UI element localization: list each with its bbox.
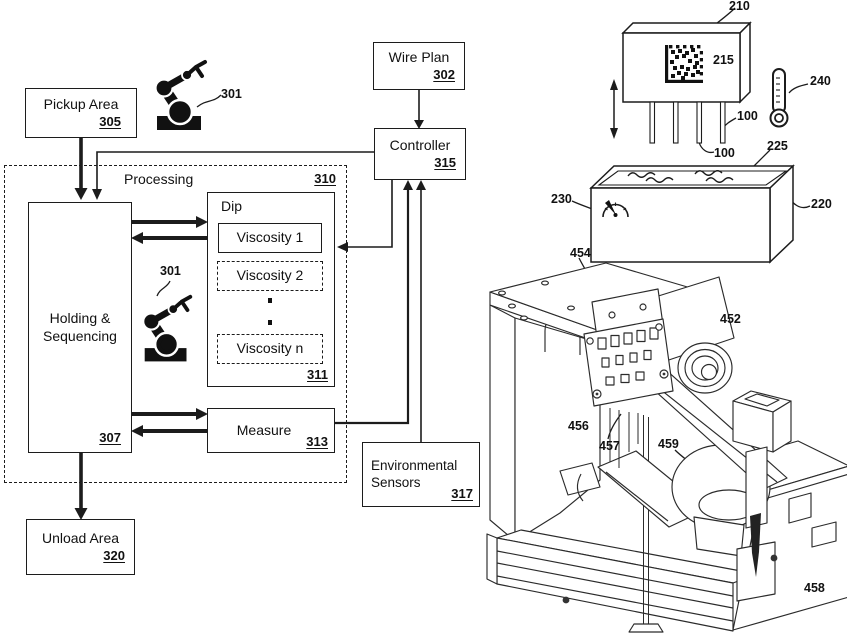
pickup-area-ref: 305 [99,113,121,129]
controller-label: Controller [389,137,451,154]
flow-connectors [74,90,426,520]
liquid-surface [627,170,734,183]
environmental-sensors-ref: 317 [451,485,473,501]
dipping-machine-drawing [486,262,847,633]
processing-box: Processing 310 [4,165,347,483]
machine-frame-ref: 454 [570,246,591,260]
pin-ref-b: 100 [714,146,735,160]
machine-base-ref: 458 [804,581,825,595]
tank-drawing [589,164,795,264]
machine-pins-ref: 457 [599,439,620,453]
wire-plan-ref: 302 [433,66,455,82]
component-drawing [610,21,752,144]
holding-sequencing-box: Holding & Sequencing 307 [28,202,132,453]
dip-box: Dip 311 [207,192,335,387]
measure-ref: 313 [306,433,328,449]
processing-label: Processing [124,171,194,187]
controller-ref: 315 [434,154,456,170]
measure-label: Measure [236,421,292,438]
dip-ref: 311 [307,366,328,382]
arrow-pickup-to-holding [74,138,88,200]
robot-inner-ref: 301 [160,264,181,278]
arrow-holding-to-unload [74,453,88,520]
arrow-sensors-to-controller [416,180,426,442]
barcode-ref: 215 [713,53,734,67]
unload-area-box: Unload Area 320 [26,519,135,575]
environmental-sensors-label-line1: Environmental [371,457,458,473]
liquid-ref: 225 [767,139,788,153]
environmental-sensors-box: Environmental Sensors 317 [362,442,480,507]
pickup-area-box: Pickup Area 305 [25,88,137,138]
wire-plan-box: Wire Plan 302 [373,42,465,90]
arrow-wireplan-to-controller [414,90,424,129]
thermometer-icon [769,68,789,128]
arrow-controller-to-dip [337,180,393,252]
machine-clamp-ref: 456 [568,419,589,433]
environmental-sensors-label-line2: Sensors [371,474,421,490]
arrow-holding-dip-bidirectional [131,216,208,244]
processing-ref: 310 [314,171,336,186]
component-ref: 210 [729,0,750,13]
gauge-icon [602,200,629,218]
viscosity-1-label: Viscosity 1 [236,229,304,246]
viscosity-2-box: Viscosity 2 [217,261,323,291]
controller-box: Controller 315 [374,128,466,180]
holding-sequencing-label-line2: Sequencing [43,327,117,344]
holding-sequencing-label-line1: Holding & [49,310,111,326]
machine-motor-ref: 452 [720,312,741,326]
unload-area-ref: 320 [103,547,125,563]
tank-ref: 220 [811,197,832,211]
machine-turntable-ref: 459 [658,437,679,451]
gauge-ref: 230 [551,192,572,206]
robot-arm-icon-top [156,62,206,130]
data-matrix-icon [665,45,703,83]
arrow-measure-to-controller [335,180,413,425]
ellipsis-dot [268,298,272,303]
pickup-area-label: Pickup Area [43,96,119,113]
viscosity-n-label: Viscosity n [236,340,304,357]
dip-label: Dip [221,198,243,214]
robot-top-ref: 301 [221,87,242,101]
arrow-holding-measure-bidirectional [131,408,208,437]
viscosity-n-box: Viscosity n [217,334,323,364]
measure-box: Measure 313 [207,408,335,453]
thermometer-ref: 240 [810,74,831,88]
viscosity-2-label: Viscosity 2 [236,267,304,284]
unload-area-label: Unload Area [41,530,120,547]
pin-ref-a: 100 [737,109,758,123]
arrow-controller-to-processing [92,151,374,200]
viscosity-1-box: Viscosity 1 [218,223,322,253]
wire-plan-label: Wire Plan [388,49,450,66]
holding-sequencing-ref: 307 [99,429,121,445]
ellipsis-dot [268,320,272,325]
vertical-motion-arrow [610,79,618,139]
